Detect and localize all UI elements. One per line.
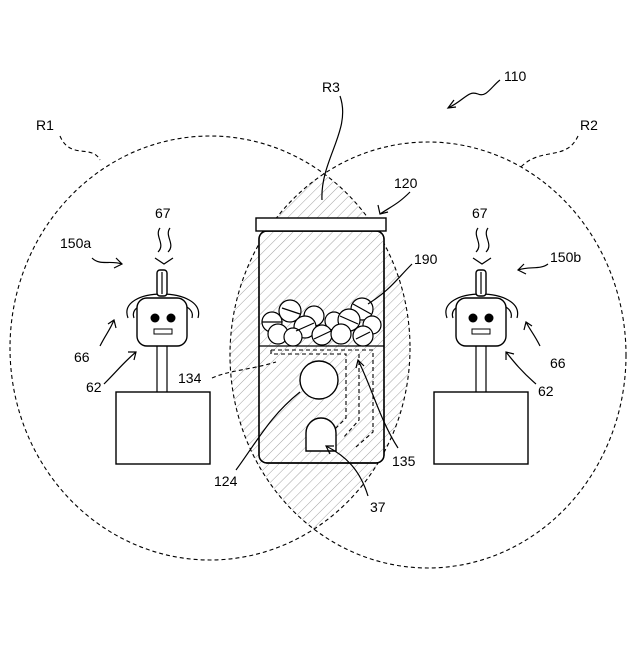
label-headset-66-right: 66 [550, 355, 566, 371]
label-signal-67-left: 67 [155, 205, 171, 221]
label-robot-150a: 150a [60, 235, 91, 251]
label-capsules-190: 190 [414, 251, 438, 267]
face-left [137, 298, 187, 346]
label-system-110: 110 [504, 68, 527, 84]
face-right [456, 298, 506, 346]
label-machine-120: 120 [394, 175, 418, 191]
signal-waves-right [473, 228, 491, 264]
label-face-62-right: 62 [538, 383, 554, 399]
label-headset-66-left: 66 [74, 349, 90, 365]
coin-slot [300, 361, 338, 399]
label-region-r1: R1 [36, 117, 54, 133]
label-chute-135: 135 [392, 453, 416, 469]
label-region-r2: R2 [580, 117, 598, 133]
label-chute-134: 134 [178, 370, 202, 386]
robot-left [116, 270, 210, 464]
robot-right [434, 270, 528, 464]
label-coin-slot-124: 124 [214, 473, 238, 489]
label-signal-67-right: 67 [472, 205, 488, 221]
label-outlet-37: 37 [370, 499, 386, 515]
label-face-62-left: 62 [86, 379, 102, 395]
label-region-r3: R3 [322, 79, 340, 95]
signal-waves-left [155, 228, 173, 264]
label-robot-150b: 150b [550, 249, 581, 265]
